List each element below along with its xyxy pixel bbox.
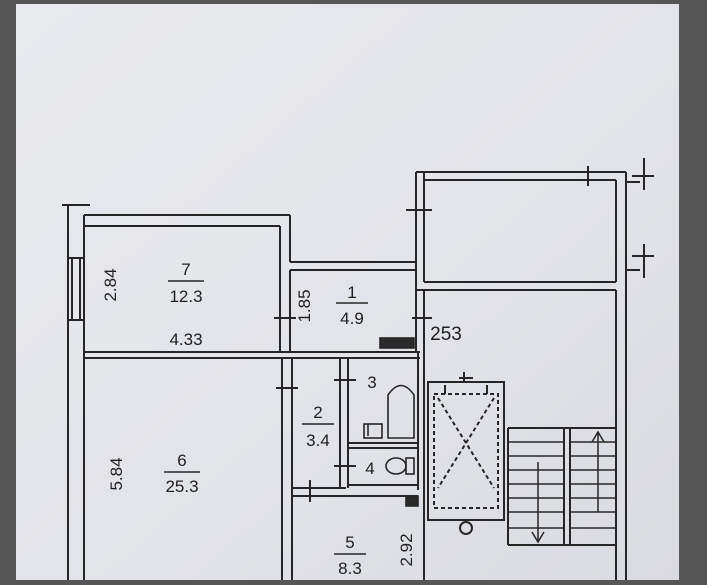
vent-icon [379,337,415,349]
room-5-number: 5 [345,533,354,552]
room-5-area: 8.3 [338,559,362,578]
room-4-number: 4 [365,459,374,478]
walls [62,171,640,580]
room-2-number: 2 [313,403,322,422]
room-7-length: 4.33 [169,330,202,349]
landing-dimension: 253 [430,324,462,345]
room-1-width: 1.85 [295,289,314,322]
room-7-width: 2.84 [101,268,120,301]
room-7-area: 12.3 [169,287,202,306]
room-6-number: 6 [177,451,186,470]
room-1-number: 1 [347,283,356,302]
room-6-width: 5.84 [107,457,126,490]
room-5-width: 2.92 [397,533,416,566]
sink-icon [363,423,383,439]
room-7-number: 7 [181,260,190,279]
room-2-area: 3.4 [306,431,330,450]
room-1-area: 4.9 [340,309,364,328]
plumbing-fixtures [363,337,419,507]
room-6-area: 25.3 [165,477,198,496]
room-3-number: 3 [367,373,376,392]
bathtub-icon [387,384,415,439]
stair-treads [508,430,616,544]
door-marks [274,158,654,502]
